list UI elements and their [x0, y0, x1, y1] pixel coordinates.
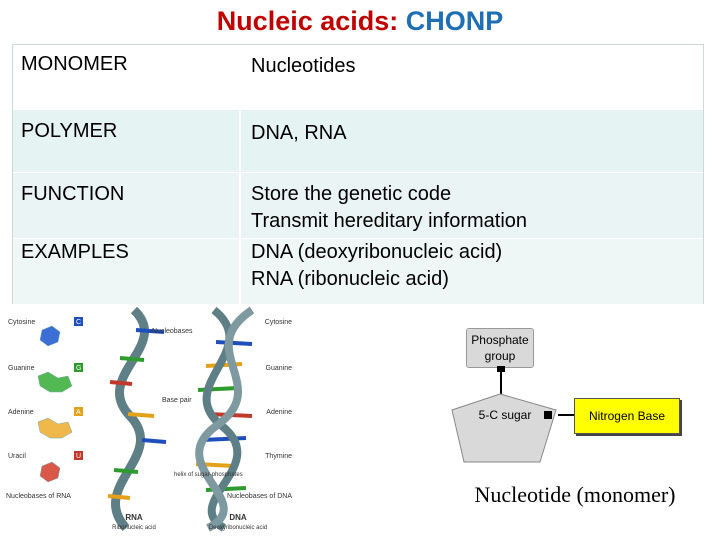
adenine-molecule-icon [37, 417, 73, 439]
row-value: DNA (deoxyribonucleic acid) RNA (ribonuc… [243, 239, 703, 304]
row-value-line: DNA (deoxyribonucleic acid) [251, 241, 503, 263]
rna-base-name: Guanine [8, 365, 35, 372]
cytosine-molecule-icon [39, 325, 61, 347]
nucleobases-label: Nucleobases [152, 328, 193, 335]
table-row: MONOMER Nucleotides [13, 45, 703, 109]
phosphate-sugar-bond [500, 368, 502, 394]
rna-base-rung [109, 380, 133, 386]
dna-helix [195, 306, 255, 532]
rna-dna-illustration: Cytosine C Guanine G Adenine A Uracil U … [6, 306, 292, 532]
sugar-base-connector-cap [544, 411, 552, 419]
rna-title: RNA [125, 513, 143, 522]
sugar-pentagon-shape [451, 393, 557, 463]
rna-footer-label: Nucleobases of RNA [6, 493, 71, 500]
row-value-line: Nucleotides [251, 55, 356, 77]
dna-footer-label: Nucleobases of DNA [227, 493, 292, 500]
row-value-line: Transmit hereditary information [251, 210, 528, 232]
dna-base-cytosine: Cytosine [265, 319, 292, 326]
row-key: MONOMER [13, 45, 241, 109]
rna-base-uracil: Uracil U [8, 451, 83, 483]
dna-backbone-strand-2 [195, 306, 255, 532]
nitrogen-base-box: Nitrogen Base [574, 398, 680, 434]
phosphate-group-box: Phosphate group [466, 328, 534, 368]
dna-subtitle: Deoxyribonucleic acid [209, 525, 267, 531]
nucleotide-diagram: Phosphate group 5-C sugar Nitrogen Base … [440, 322, 710, 532]
row-value-line: DNA, RNA [251, 122, 347, 144]
diagram-caption: Nucleotide (monomer) [474, 482, 676, 507]
row-value-line: Store the genetic code [251, 183, 452, 205]
base-pair-label: Base pair [162, 397, 192, 404]
row-key: EXAMPLES [13, 239, 241, 304]
row-value-line: RNA (ribonucleic acid) [251, 268, 449, 290]
rna-base-letter: C [76, 319, 81, 326]
rna-base-guanine: Guanine G [8, 363, 83, 393]
uracil-molecule-icon [39, 461, 61, 483]
rna-base-name: Uracil [8, 453, 26, 460]
rna-base-swatch [74, 407, 83, 416]
rna-base-letter: A [76, 409, 81, 416]
table-row: FUNCTION Store the genetic code Transmit… [13, 172, 703, 239]
row-value: DNA, RNA [243, 110, 703, 183]
rna-base-letter: G [76, 365, 81, 372]
dna-base-adenine: Adenine [266, 409, 292, 416]
rna-base-rung [113, 468, 139, 474]
rna-base-letter: U [76, 453, 81, 460]
callout-line [149, 329, 153, 333]
rna-base-rung [107, 494, 131, 500]
row-value: Nucleotides [243, 45, 703, 117]
rna-base-rung [127, 412, 155, 418]
row-key: FUNCTION [13, 173, 241, 239]
rna-base-rung [135, 328, 165, 334]
rna-helix [107, 306, 167, 532]
table-row: EXAMPLES DNA (deoxyribonucleic acid) RNA… [13, 238, 703, 304]
page-title: Nucleic acids: CHONP [0, 6, 720, 37]
rna-base-rung [141, 438, 167, 444]
sugar-label: 5-C sugar [478, 408, 532, 422]
rna-subtitle: Ribonucleic acid [112, 525, 156, 531]
dna-base-name: Adenine [266, 409, 292, 416]
dna-base-thymine: Thymine [265, 453, 292, 460]
table-row: POLYMER DNA, RNA [13, 109, 703, 173]
rna-base-name: Cytosine [8, 319, 35, 326]
rna-base-key: Cytosine C Guanine G Adenine A Uracil U … [6, 317, 83, 500]
dna-base-name: Thymine [265, 453, 292, 460]
guanine-molecule-icon [37, 371, 73, 393]
rna-base-name: Adenine [8, 409, 34, 416]
title-accent: CHONP [405, 6, 504, 36]
info-table: MONOMER Nucleotides POLYMER DNA, RNA FUN… [12, 44, 704, 304]
rna-base-cytosine: Cytosine C [8, 317, 83, 347]
row-value: Store the genetic code Transmit heredita… [243, 173, 703, 247]
title-prefix: Nucleic acids: [216, 6, 406, 36]
dna-title: DNA [229, 513, 247, 522]
dna-base-name: Cytosine [265, 319, 292, 326]
rna-base-swatch [74, 363, 83, 372]
rna-base-adenine: Adenine A [8, 407, 83, 439]
helix-label: helix of sugar-phosphates [174, 472, 243, 478]
row-key: POLYMER [13, 110, 241, 173]
dna-base-rung [201, 436, 247, 442]
rna-base-swatch [74, 317, 83, 326]
dna-base-guanine: Guanine [266, 365, 293, 372]
dna-base-rung [215, 340, 253, 346]
dna-base-name: Guanine [266, 365, 293, 372]
rna-base-rung [119, 356, 145, 362]
rna-base-swatch [74, 451, 83, 460]
dna-base-key: Cytosine Guanine Adenine Thymine Nucleob… [227, 319, 292, 500]
sugar-base-bond [558, 414, 576, 416]
